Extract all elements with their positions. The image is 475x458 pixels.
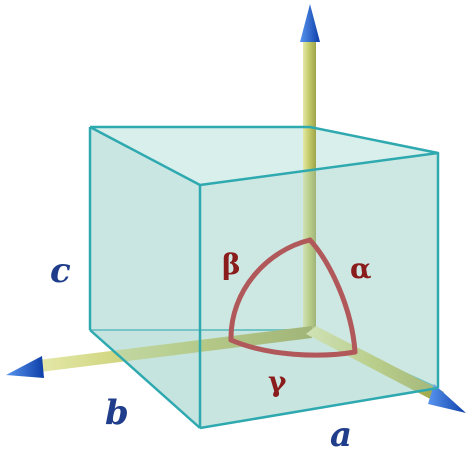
cube-top-face (90, 127, 438, 185)
left-axis (6, 326, 312, 378)
cube-front-face (200, 153, 438, 428)
edge-label-c: c (50, 251, 71, 291)
edge-label-b: b (105, 393, 129, 433)
angle-label-gamma: γ (268, 365, 287, 398)
gamma-arc (228, 337, 358, 358)
right-axis (306, 326, 466, 413)
vertical-axis-arrowhead (300, 4, 320, 42)
cube-front-edges (88, 125, 440, 430)
angle-label-alpha: α (350, 252, 372, 285)
left-axis-arrowhead (6, 356, 44, 378)
alpha-arc (307, 237, 358, 355)
vertical-axis (300, 4, 320, 332)
right-axis-arrowhead (428, 384, 466, 413)
cube-left-face (90, 127, 200, 428)
angle-arcs (228, 237, 358, 358)
angle-label-beta: β (222, 248, 241, 281)
edge-label-a: a (330, 415, 353, 455)
beta-arc (228, 237, 313, 343)
